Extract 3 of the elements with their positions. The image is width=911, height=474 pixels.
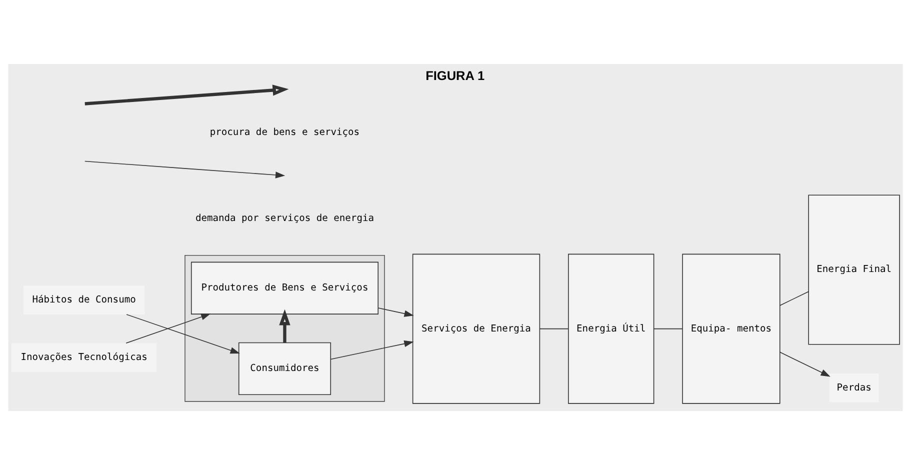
- legend-label: demanda por serviços de energia: [195, 212, 374, 224]
- legend-label: procura de bens e serviços: [210, 126, 360, 138]
- diagram-title: FIGURA 1: [426, 67, 485, 82]
